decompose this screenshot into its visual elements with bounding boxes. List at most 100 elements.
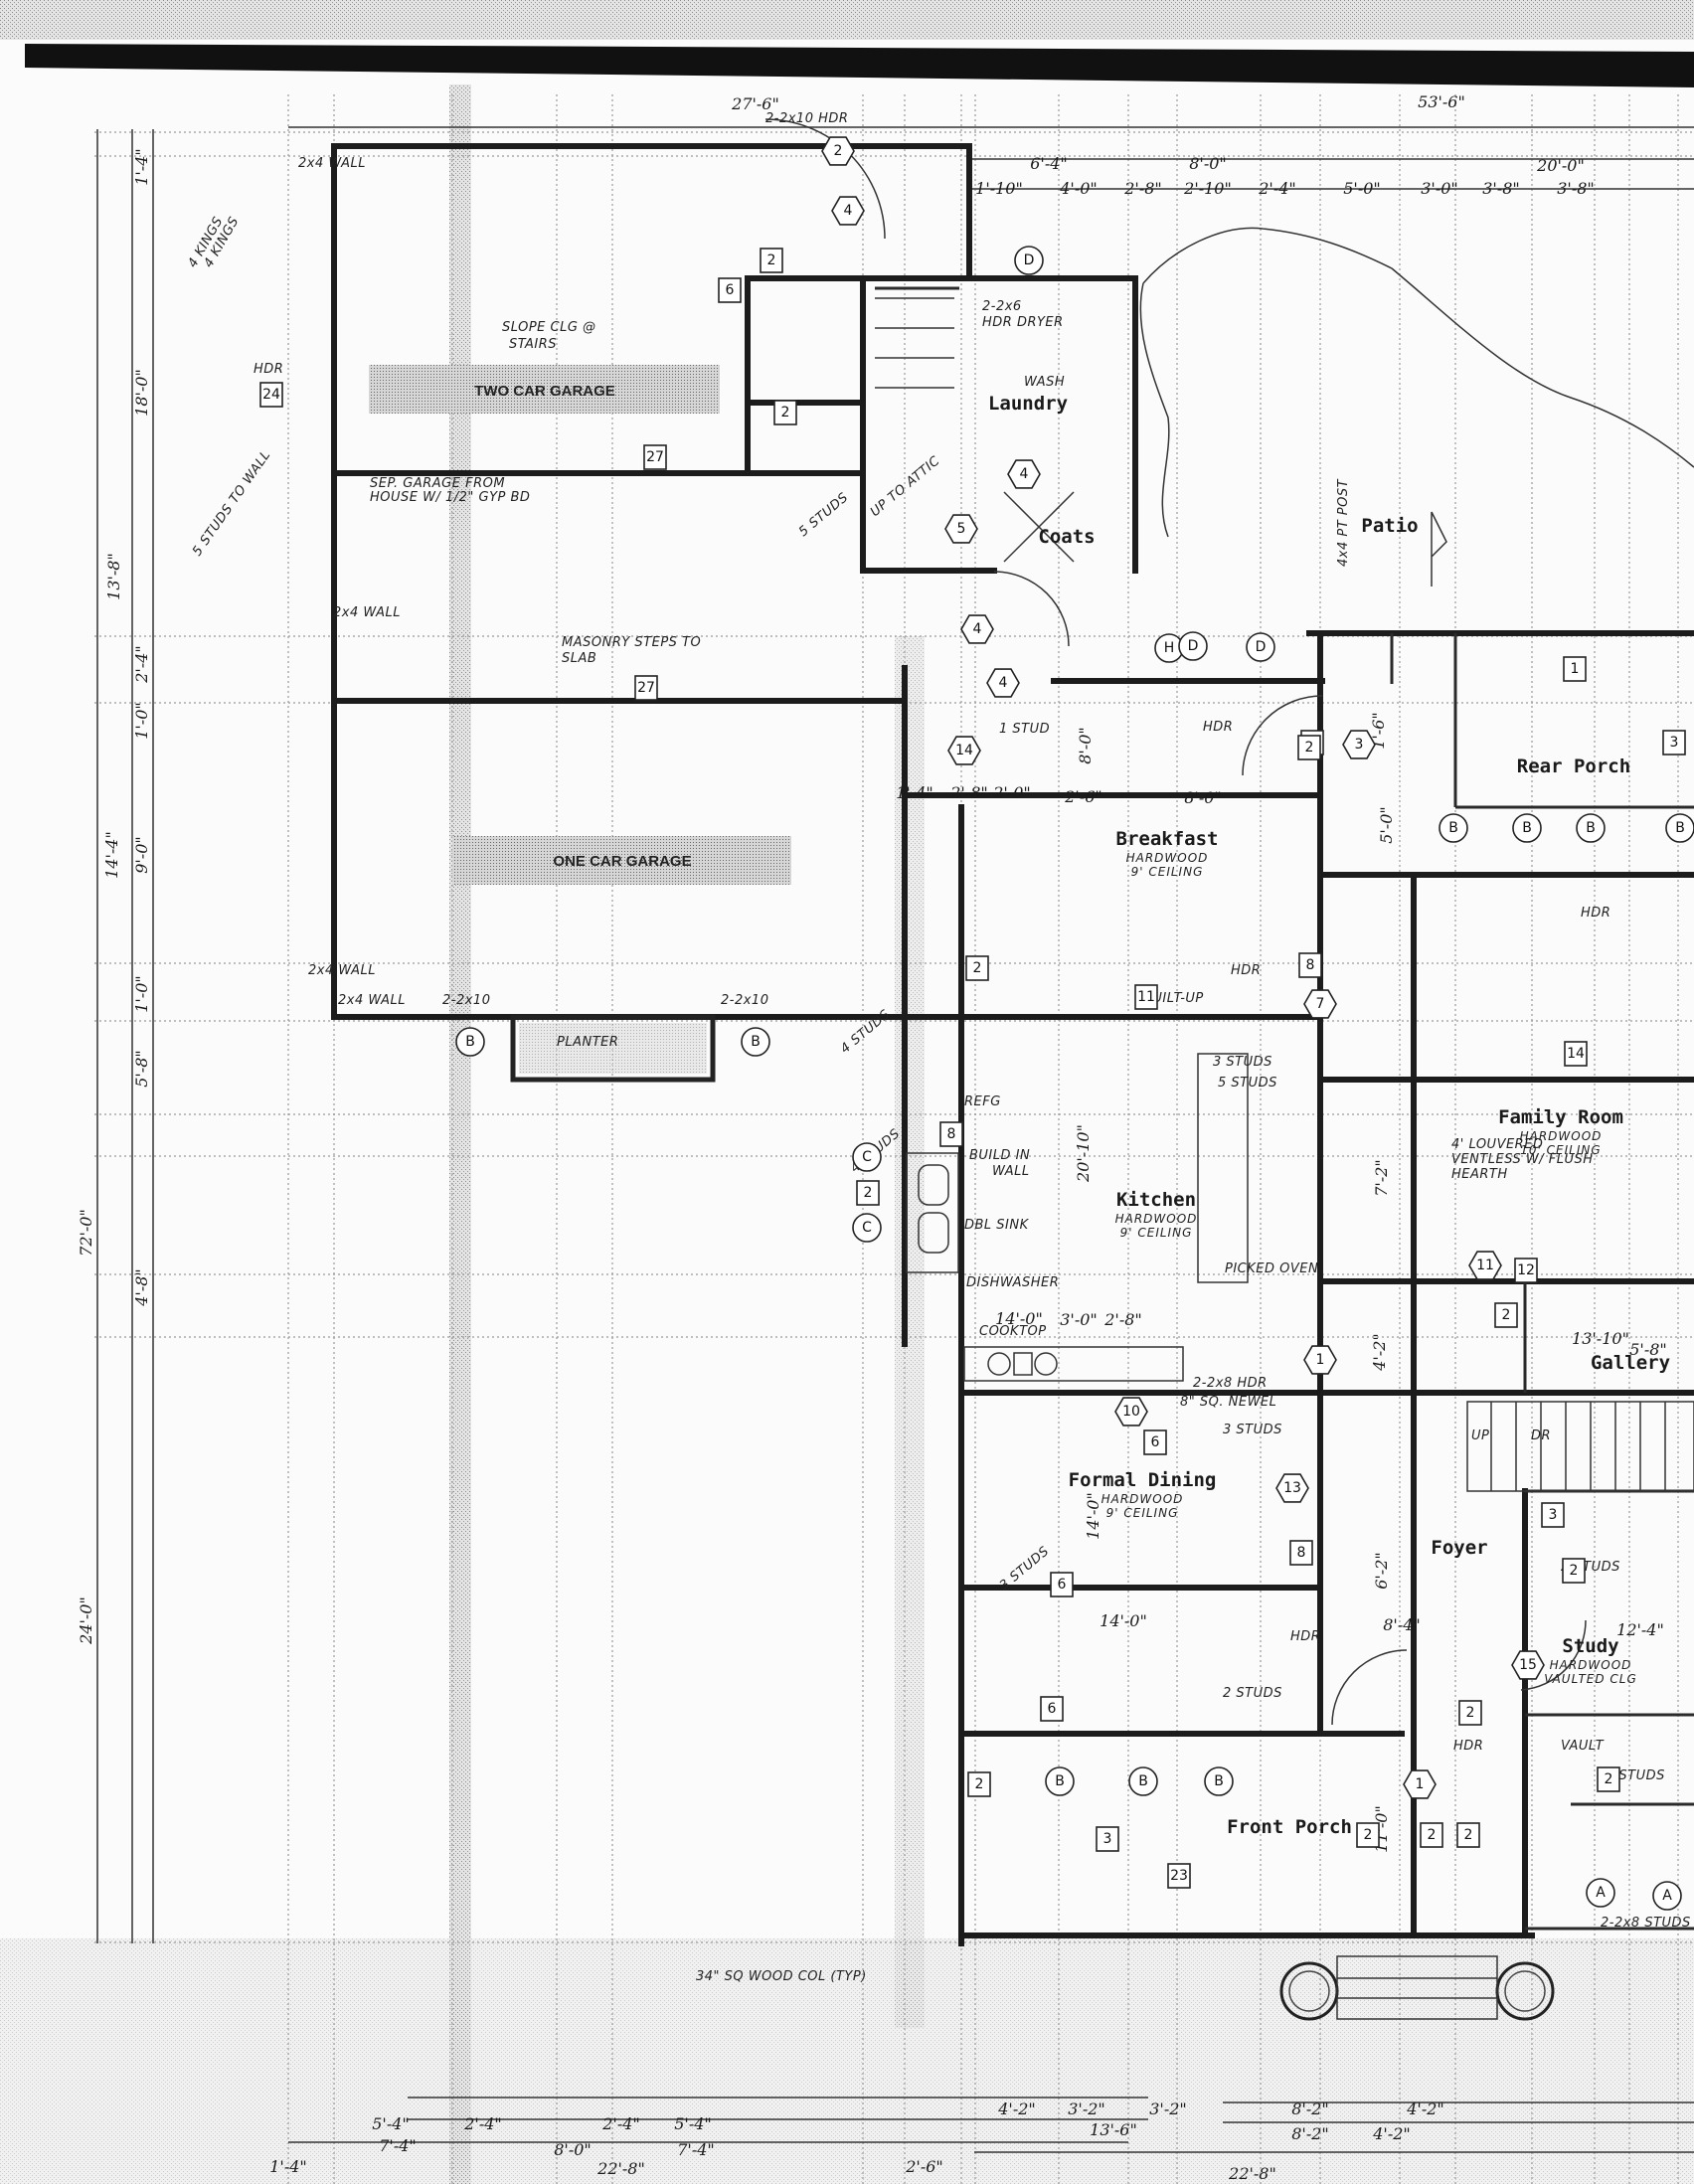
- dimension-label: 13'-10": [1572, 1329, 1629, 1348]
- hex-tag-icon: [1511, 1650, 1545, 1680]
- dimension-label: 9'-0": [132, 836, 151, 874]
- annotation-note: HDR: [254, 362, 283, 377]
- hex-tag-icon: [831, 196, 865, 226]
- tag-label: 2: [1570, 1563, 1579, 1579]
- annotation-note: HDR: [1581, 906, 1610, 921]
- tag-label: D: [1256, 639, 1267, 655]
- tag-label: 2: [1466, 1705, 1475, 1721]
- circle-tag-icon: [1045, 1766, 1075, 1796]
- square-tag-icon: [1420, 1822, 1443, 1848]
- dimension-label: 53'-6": [1418, 92, 1465, 111]
- tag-label: 8: [947, 1126, 956, 1142]
- circle-tag-icon: [1246, 632, 1275, 662]
- room-label: Formal Dining: [1069, 1469, 1217, 1491]
- dimension-label: 24'-0": [77, 1596, 95, 1645]
- room-label: Gallery: [1591, 1352, 1670, 1374]
- tag-label: 4: [999, 675, 1008, 691]
- tag-label: 2: [1305, 740, 1314, 756]
- dimension-label: 1'-4": [896, 783, 933, 802]
- tag-label: B: [1055, 1773, 1065, 1789]
- room-label: ONE CAR GARAGE: [553, 853, 691, 870]
- room-finish-note: 9' CEILING: [1131, 865, 1204, 879]
- tag-label: 8: [1297, 1545, 1306, 1561]
- annotation-note: SLOPE CLG @: [502, 320, 596, 335]
- dimension-label: 2'-6": [1064, 787, 1102, 806]
- dimension-label: 2'-4": [132, 645, 151, 684]
- room-finish-note: HARDWOOD: [1115, 1212, 1198, 1226]
- room-finish-note: 9' CEILING: [1106, 1506, 1179, 1520]
- tag-label: 2: [1502, 1307, 1511, 1323]
- tag-label: 27: [637, 680, 655, 696]
- annotation-note: VENTLESS W/ FLUSH: [1451, 1152, 1594, 1167]
- annotation-note: 3 STUDS: [1213, 1055, 1272, 1070]
- dimension-label: 2'-10": [1183, 179, 1232, 198]
- room-label: Kitchen: [1116, 1189, 1196, 1211]
- dimension-label: 1'-0": [132, 702, 151, 740]
- tag-label: B: [1522, 820, 1532, 836]
- dimension-label: 8'-2": [1291, 2100, 1329, 2118]
- square-tag-icon: [1597, 1766, 1620, 1792]
- planter: [510, 1014, 716, 1083]
- dimension-label: 5'-8": [1629, 1340, 1667, 1359]
- tag-label: 3: [1670, 735, 1679, 751]
- tag-label: 2: [973, 960, 982, 976]
- tag-label: 27: [646, 449, 664, 465]
- tag-label: B: [1586, 820, 1596, 836]
- room-finish-note: 9' CEILING: [1120, 1226, 1193, 1240]
- tag-label: 2: [834, 143, 843, 159]
- hex-tag-icon: [1275, 1473, 1309, 1503]
- annotation-note: 2-2x10: [442, 993, 490, 1008]
- annotation-note: 1 STUD: [999, 722, 1050, 737]
- room-label: Breakfast: [1116, 828, 1219, 850]
- dimension-label: 4'-2": [1406, 2100, 1444, 2118]
- tag-label: 3: [1355, 737, 1364, 753]
- annotation-note: 4' LOUVERED: [1451, 1137, 1543, 1152]
- tag-label: A: [1596, 1885, 1606, 1901]
- tag-label: 4: [844, 203, 853, 219]
- dimension-label: 1'-10": [975, 179, 1023, 198]
- circle-tag-icon: [1576, 813, 1606, 843]
- room-label: Laundry: [988, 393, 1068, 415]
- circle-tag-icon: [1512, 813, 1542, 843]
- tag-label: B: [465, 1034, 475, 1050]
- square-tag-icon: [1356, 1822, 1380, 1848]
- annotation-note: 2x4 WALL: [333, 605, 401, 620]
- tag-label: 2: [781, 405, 790, 420]
- scan-shade-strip: [895, 636, 925, 2028]
- annotation-note: 8" SQ. NEWEL: [1180, 1395, 1276, 1410]
- dimension-label: 2'-4": [1258, 179, 1296, 198]
- tag-label: 2: [864, 1185, 873, 1201]
- annotation-note: COOKTOP: [979, 1324, 1047, 1339]
- dimension-label: 22'-8": [1228, 2164, 1276, 2183]
- room-label: Front Porch: [1227, 1816, 1352, 1838]
- annotation-note: 2x4 WALL: [298, 156, 366, 171]
- annotation-note: 2-2x10: [721, 993, 768, 1008]
- annotation-note: REFG: [964, 1094, 1001, 1109]
- annotation-note: 2-2x8 STUDS: [1601, 1916, 1691, 1931]
- dimension-label: 8'-4": [1383, 1615, 1421, 1634]
- tag-label: 3: [1103, 1831, 1112, 1847]
- annotation-note: HDR: [1231, 963, 1261, 978]
- tag-label: 3: [1549, 1507, 1558, 1523]
- tag-label: C: [862, 1149, 872, 1165]
- hex-tag-icon: [1403, 1769, 1437, 1799]
- room-label: TWO CAR GARAGE: [474, 383, 615, 400]
- tag-label: 2: [1428, 1827, 1437, 1843]
- tag-label: H: [1164, 640, 1175, 656]
- annotation-note: PLANTER: [557, 1035, 618, 1050]
- dimension-label: 14'-0": [995, 1309, 1043, 1328]
- room-label: Family Room: [1498, 1106, 1623, 1128]
- stair-treads: [875, 297, 1694, 1492]
- dimension-label: 7'-2": [1372, 1159, 1391, 1197]
- annotation-note: HDR DRYER: [982, 315, 1064, 330]
- circle-tag-icon: [1128, 1766, 1158, 1796]
- tag-label: B: [1214, 1773, 1224, 1789]
- tag-label: 6: [1151, 1434, 1160, 1450]
- annotation-note: PICKED OVEN: [1225, 1261, 1318, 1276]
- tag-label: B: [751, 1034, 761, 1050]
- square-tag-icon: [259, 382, 283, 408]
- dimension-label: 72'-0": [77, 1209, 95, 1257]
- annotation-note: 4x4 PT POST: [1336, 478, 1351, 567]
